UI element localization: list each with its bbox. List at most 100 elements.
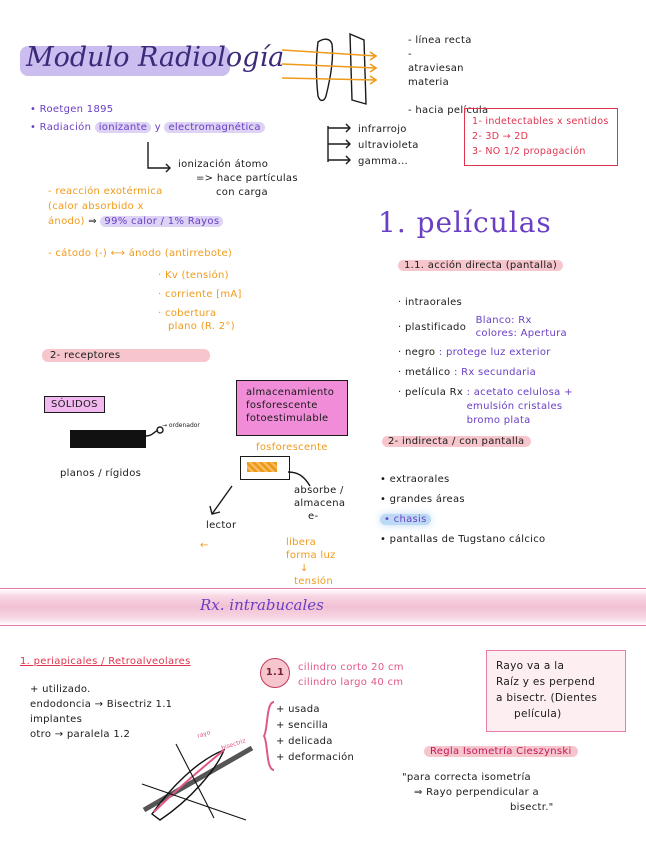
bisectriz-item: + usada bbox=[276, 704, 320, 715]
fosforo-plate bbox=[240, 456, 290, 480]
planos-label: planos / rígidos bbox=[60, 468, 142, 479]
param-item: · cobertura bbox=[158, 308, 217, 319]
property-item: 2- 3D → 2D bbox=[472, 131, 529, 142]
libera-line: tensión bbox=[294, 576, 333, 587]
rays-diagram bbox=[281, 32, 378, 105]
lector-label: lector bbox=[206, 520, 237, 531]
cilindro-line: cilindro largo 40 cm bbox=[298, 677, 404, 688]
param-item: · Kv (tensión) bbox=[158, 270, 229, 281]
properties-box bbox=[464, 108, 618, 166]
libera-line: libera bbox=[286, 537, 317, 548]
roentgen-line: • Roetgen 1895 bbox=[30, 104, 114, 115]
indirecta-item: • grandes áreas bbox=[380, 494, 465, 505]
solidos-label: SÓLIDOS bbox=[44, 396, 105, 413]
radiacion-prefix: • Radiación bbox=[30, 122, 92, 133]
fosforo-line: almacenamiento bbox=[246, 387, 335, 398]
catodo-label: - cátodo (-) bbox=[48, 248, 108, 259]
bisectriz-item: + deformación bbox=[276, 752, 355, 763]
type-item: gamma... bbox=[358, 156, 409, 167]
regla-label: Regla Isometría Cieszynski bbox=[424, 746, 578, 757]
bisectriz-list: + usada + sencilla + delicada + deformac… bbox=[276, 702, 354, 766]
section-divider bbox=[0, 588, 646, 626]
diagram-label-bisectriz: bisectriz bbox=[220, 737, 246, 751]
rayo-line: Rayo va a la bbox=[496, 660, 565, 672]
fosforo-line: fosforescente bbox=[246, 400, 318, 411]
reaccion-notes: - reacción exotérmica (calor absorbido x… bbox=[48, 184, 224, 229]
indirecta-item: • pantallas de Tugstano cálcico bbox=[380, 534, 546, 545]
periapical-line: implantes bbox=[30, 714, 83, 725]
params-list: · Kv (tensión) · corriente [mA] · cobert… bbox=[158, 266, 242, 336]
receptores-label: 2- receptores bbox=[42, 349, 211, 362]
regla-text: "para correcta isometría ⇒ Rayo perpendi… bbox=[402, 770, 554, 815]
catodo-line: - cátodo (-) ⟷ ánodo (antirrebote) bbox=[48, 248, 233, 259]
absorbe-arrow-icon bbox=[287, 471, 311, 487]
sensor-icon bbox=[70, 430, 146, 448]
cilindro-notes: cilindro corto 20 cm cilindro largo 40 c… bbox=[298, 660, 404, 690]
cilindro-line: cilindro corto 20 cm bbox=[298, 662, 404, 673]
fosforescente-label: fosforescente bbox=[256, 442, 328, 453]
rayo-box bbox=[486, 650, 626, 732]
bisectriz-item: + delicada bbox=[276, 736, 333, 747]
electro-highlight: electromagnética bbox=[164, 122, 265, 133]
param-item: plano (R. 2°) bbox=[168, 321, 235, 332]
ionizacion-line: con carga bbox=[216, 187, 268, 198]
periapical-line: + utilizado. bbox=[30, 684, 91, 695]
ray-note: - línea recta bbox=[408, 35, 472, 46]
fosforo-box bbox=[236, 380, 348, 436]
diagram-label-rayo: rayo bbox=[196, 729, 211, 740]
rayo-box-text: Rayo va a la Raíz y es perpend a bisectr… bbox=[496, 658, 597, 722]
radiacion-line: • Radiación ionizante y electromagnética bbox=[30, 122, 265, 133]
ionizacion-notes: ionización átomo => hace partículas con … bbox=[178, 158, 298, 200]
bisectriz-item: + sencilla bbox=[276, 720, 329, 731]
ionizacion-arrow-icon bbox=[147, 142, 171, 173]
directa-label: 1.1. acción directa (pantalla) bbox=[398, 260, 564, 271]
intrabucales-title: Rx. intrabucales bbox=[200, 596, 324, 614]
absorbe-text: absorbe / almacena e- bbox=[294, 484, 345, 523]
periapicales-notes: + utilizado. endodoncia → Bisectriz 1.1 … bbox=[30, 682, 172, 742]
cable-icon bbox=[146, 426, 164, 437]
regla-line: bisectr." bbox=[510, 802, 554, 813]
rayo-line: Raíz y es perpend bbox=[496, 676, 596, 688]
regla-line: "para correcta isometría bbox=[402, 772, 531, 783]
libera-text: libera forma luz ↓ tensión bbox=[286, 536, 336, 588]
fosforo-box-text: almacenamiento fosforescente fotoestimul… bbox=[246, 386, 334, 425]
pelicula-item: · película Rx : acetato celulosa + emuls… bbox=[398, 387, 573, 426]
indirecta-items: • extraorales • grandes áreas • chasis •… bbox=[380, 470, 545, 550]
reaccion-line: (calor absorbido x bbox=[48, 201, 144, 212]
ray-note: - hacia película bbox=[408, 105, 489, 116]
type-item: infrarrojo bbox=[358, 124, 407, 135]
branch-arrows-icon bbox=[327, 123, 351, 165]
ionizacion-line: ionización átomo bbox=[178, 159, 269, 170]
pelicula-item: · metálico : Rx secundaria bbox=[398, 367, 537, 378]
bisectriz-diagram: rayo bisectriz bbox=[141, 729, 254, 821]
back-arrow-icon: ← bbox=[200, 540, 209, 551]
libera-line: forma luz bbox=[286, 550, 336, 561]
ray-note: - atraviesan materia bbox=[408, 49, 464, 88]
type-item: ultravioleta bbox=[358, 140, 419, 151]
fosforo-line: fotoestimulable bbox=[246, 413, 329, 424]
ionizacion-line: => hace partículas bbox=[196, 173, 298, 184]
property-item: 3- NO 1/2 propagación bbox=[472, 146, 586, 157]
pelicula-item: · intraorales bbox=[398, 297, 463, 308]
brace-icon bbox=[262, 701, 275, 771]
radiation-types: infrarrojo ultravioleta gamma... bbox=[358, 122, 419, 170]
page-title: Modulo Radiología bbox=[20, 42, 284, 76]
rayo-line: película) bbox=[514, 708, 562, 720]
peliculas-title: 1. películas bbox=[378, 206, 552, 239]
lector-arrow-icon bbox=[209, 485, 233, 515]
property-item: 1- indetectables x sentidos bbox=[472, 116, 609, 127]
ordenador-label: → ordenador bbox=[162, 422, 200, 429]
ionizante-highlight: ionizante bbox=[94, 122, 152, 133]
rays-notes: - línea recta - atraviesan materia - hac… bbox=[408, 34, 488, 118]
y-word: y bbox=[154, 122, 161, 133]
pelicula-item: · plastificado Blanco: Rx colores: Apert… bbox=[398, 315, 567, 339]
periapical-line: otro → paralela 1.2 bbox=[30, 729, 131, 740]
pelicula-item: · negro : protege luz exterior bbox=[398, 347, 551, 358]
anodo-label: ánodo (antirrebote) bbox=[128, 248, 233, 259]
properties-list: 1- indetectables x sentidos 2- 3D → 2D 3… bbox=[472, 114, 609, 159]
periapical-line: endodoncia → Bisectriz 1.1 bbox=[30, 699, 173, 710]
num-badge: 1.1 bbox=[260, 658, 290, 688]
reaccion-line: - reacción exotérmica bbox=[48, 186, 163, 197]
absorbe-line: e- bbox=[308, 511, 319, 522]
regla-line: ⇒ Rayo perpendicular a bbox=[414, 787, 539, 798]
